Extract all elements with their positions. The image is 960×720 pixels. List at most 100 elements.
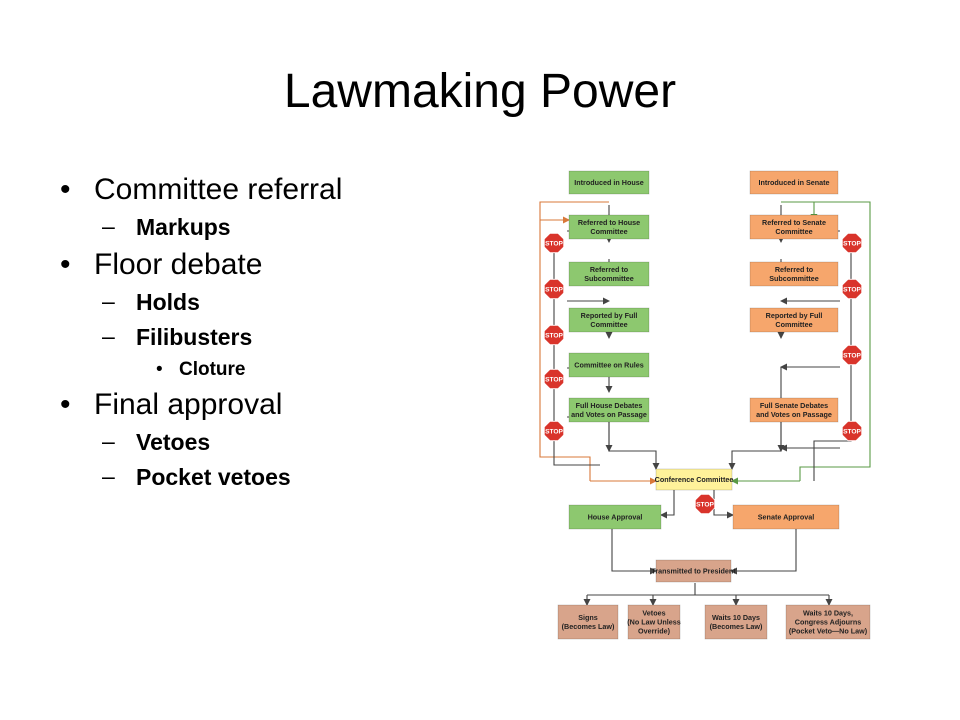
subbullet-label: Filibusters bbox=[136, 324, 253, 350]
box-president-label: Transmitted to President bbox=[651, 567, 736, 576]
box-house-reported-label: Committee bbox=[590, 320, 627, 329]
subbullet-label: Vetoes bbox=[136, 429, 211, 455]
box-senate-referred-committee-label: Committee bbox=[775, 227, 812, 236]
box-house-debate-shape bbox=[568, 397, 650, 423]
box-house-referred-sub-label: Subcommittee bbox=[584, 274, 634, 283]
box-outcome-waits-label: Waits 10 Days bbox=[712, 613, 760, 622]
bullet-marker: • bbox=[60, 173, 71, 206]
subbullet-pocket-vetoes: – Pocket vetoes bbox=[58, 460, 478, 495]
stop-sign-house-5-label: STOP bbox=[545, 428, 563, 435]
box-house-reported-shape bbox=[568, 307, 650, 333]
box-outcome-vetoes-shape bbox=[627, 604, 681, 640]
box-outcome-pocket-label: Congress Adjourns bbox=[795, 618, 861, 627]
box-house-debate-label: Full House Debates bbox=[576, 401, 643, 410]
debate-senate-to-conference bbox=[728, 421, 782, 470]
subbullet-label: Pocket vetoes bbox=[136, 464, 291, 490]
stop-sign-house-5: STOP bbox=[543, 420, 565, 442]
bullet-floor-debate: • Floor debate bbox=[58, 245, 478, 285]
stop-sign-house-1: STOP bbox=[543, 232, 565, 254]
stop-sign-senate-1-shape bbox=[841, 232, 863, 254]
box-president: Transmitted to President bbox=[651, 559, 736, 583]
subbullet-markups: – Markups bbox=[58, 210, 478, 245]
box-outcome-vetoes-label: (No Law Unless bbox=[627, 618, 681, 627]
house-stop-line bbox=[553, 250, 600, 466]
box-house-approval-label: House Approval bbox=[588, 513, 643, 522]
box-house-rules-label: Committee on Rules bbox=[574, 361, 644, 370]
box-senate-approval-label: Senate Approval bbox=[758, 513, 814, 522]
stop-sign-house-1-label: STOP bbox=[545, 240, 563, 247]
stop-sign-house-4: STOP bbox=[543, 368, 565, 390]
box-senate-approval-shape bbox=[732, 504, 840, 530]
subsubbullet-label: Cloture bbox=[179, 359, 246, 380]
box-house-introduced: Introduced in House bbox=[568, 170, 650, 195]
stop-sign-senate-4: STOP bbox=[841, 420, 863, 442]
stop-sign-senate-2-label: STOP bbox=[843, 286, 861, 293]
subsubbullet-cloture: • Cloture bbox=[58, 355, 478, 385]
box-house-debate-label: and Votes on Passage bbox=[571, 410, 647, 419]
bullet-list: • Committee referral – Markups • Floor d… bbox=[58, 170, 478, 495]
box-senate-reported-shape bbox=[749, 307, 839, 333]
box-outcome-signs-label: Signs bbox=[578, 613, 598, 622]
box-outcome-signs-label: (Becomes Law) bbox=[562, 622, 615, 631]
box-senate-referred-sub-label: Referred to bbox=[775, 265, 814, 274]
stop-sign-conference-label: STOP bbox=[696, 501, 714, 508]
bullet-marker: • bbox=[156, 359, 163, 380]
box-conference-committee-shape bbox=[655, 468, 733, 491]
bullet-label: Final approval bbox=[94, 388, 283, 421]
box-senate-debate-label: and Votes on Passage bbox=[756, 410, 832, 419]
box-president-shape bbox=[655, 559, 732, 583]
subbullet-label: Holds bbox=[136, 289, 200, 315]
slide-title: Lawmaking Power bbox=[283, 65, 677, 118]
stop-sign-house-3-label: STOP bbox=[545, 332, 563, 339]
box-senate-referred-sub-shape bbox=[749, 261, 839, 287]
conf-to-senate-approval bbox=[713, 490, 734, 519]
box-senate-referred-committee-shape bbox=[749, 214, 839, 240]
box-house-referred-committee-label: Committee bbox=[590, 227, 627, 236]
box-outcome-vetoes-label: Vetoes bbox=[642, 609, 665, 618]
subbullet-vetoes: – Vetoes bbox=[58, 425, 478, 460]
stop-sign-conference-shape bbox=[694, 493, 716, 515]
stop-sign-house-2: STOP bbox=[543, 278, 565, 300]
stop-sign-senate-3: STOP bbox=[841, 344, 863, 366]
box-senate-introduced-shape bbox=[749, 170, 839, 195]
box-senate-referred-committee-label: Referred to Senate bbox=[762, 218, 826, 227]
box-house-reported-label: Reported by Full bbox=[581, 311, 638, 320]
conf-to-house-approval bbox=[660, 490, 675, 519]
box-house-referred-sub-shape bbox=[568, 261, 650, 287]
box-house-rules: Committee on Rules bbox=[568, 352, 650, 378]
subbullet-filibusters: – Filibusters bbox=[58, 320, 478, 355]
stop-sign-senate-3-shape bbox=[841, 344, 863, 366]
box-senate-debate-shape bbox=[749, 397, 839, 423]
stop-sign-senate-1: STOP bbox=[841, 232, 863, 254]
stop-sign-senate-4-shape bbox=[841, 420, 863, 442]
bullet-committee-referral: • Committee referral bbox=[58, 170, 478, 210]
stop-sign-house-5-shape bbox=[543, 420, 565, 442]
bullet-label: Committee referral bbox=[94, 173, 343, 206]
stop-sign-senate-1-label: STOP bbox=[843, 240, 861, 247]
box-house-referred-sub-label: Referred to bbox=[590, 265, 629, 274]
box-outcome-signs: Signs(Becomes Law) bbox=[557, 604, 619, 640]
stop-sign-senate-2: STOP bbox=[841, 278, 863, 300]
senate-approval-to-president bbox=[730, 529, 797, 575]
box-house-referred-committee-shape bbox=[568, 214, 650, 240]
subbullet-label: Markups bbox=[136, 214, 231, 240]
box-outcome-waits: Waits 10 Days(Becomes Law) bbox=[704, 604, 768, 640]
box-senate-reported-label: Committee bbox=[775, 320, 812, 329]
box-outcome-pocket-shape bbox=[785, 604, 871, 640]
box-outcome-waits-label: (Becomes Law) bbox=[710, 622, 763, 631]
box-house-referred-committee-label: Referred to House bbox=[578, 218, 640, 227]
box-house-introduced-label: Introduced in House bbox=[574, 178, 643, 187]
box-senate-debate-label: Full Senate Debates bbox=[760, 401, 828, 410]
dash-marker: – bbox=[102, 288, 115, 314]
stop-sign-house-3-shape bbox=[543, 324, 565, 346]
flowchart-stop-signs: STOP STOP STOP STOP STOP STOP STOP STOP STOP STOP bbox=[543, 232, 863, 515]
